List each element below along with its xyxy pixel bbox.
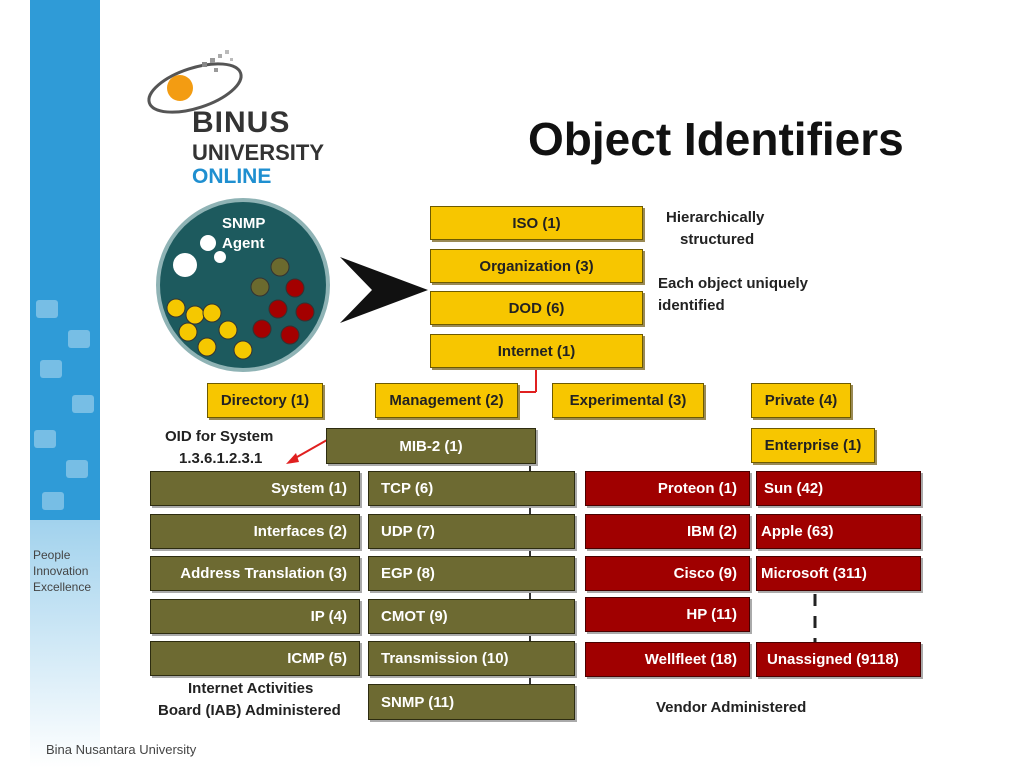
- binus-logo: BINUS UNIVERSITY ONLINE: [130, 40, 330, 190]
- note-hierarchical-line1: Hierarchically: [666, 209, 765, 226]
- decorative-stripe: [30, 0, 100, 520]
- node-enterprise: Enterprise (1): [751, 428, 875, 463]
- oid-arrow-icon: [286, 453, 299, 464]
- logo-text-university: UNIVERSITY: [192, 140, 325, 165]
- note-hierarchical: Hierarchically structured: [666, 207, 764, 251]
- logo-text-online: ONLINE: [192, 165, 272, 188]
- note-hierarchical-line2: structured: [680, 231, 755, 248]
- note-vendor: Vendor Administered: [656, 699, 807, 716]
- page-title: Object Identifiers: [528, 113, 904, 165]
- node-organization: Organization (3): [430, 249, 643, 283]
- mib-group-udp: UDP (7): [368, 514, 575, 549]
- mib-group-cmot: CMOT (9): [368, 599, 575, 634]
- mib-group-transmission: Transmission (10): [368, 641, 575, 676]
- note-iab-line1: Internet Activities: [188, 680, 314, 697]
- mib-group-address-translation: Address Translation (3): [150, 556, 360, 591]
- node-mib2: MIB-2 (1): [326, 428, 536, 464]
- vendor-proteon: Proteon (1): [585, 471, 750, 506]
- node-private: Private (4): [751, 383, 851, 418]
- gear-icon: [173, 235, 226, 277]
- tagline: People Innovation Excellence: [33, 547, 91, 595]
- decorative-stripe-fade: [30, 520, 100, 768]
- tagline-excellence: Excellence: [33, 580, 92, 594]
- node-management: Management (2): [375, 383, 518, 418]
- node-experimental: Experimental (3): [552, 383, 704, 418]
- note-oid-line1: OID for System: [165, 428, 274, 445]
- mib-group-icmp: ICMP (5): [150, 641, 360, 676]
- mib-group-tcp: TCP (6): [368, 471, 575, 506]
- footer-text: Bina Nusantara University: [46, 742, 197, 757]
- mib-group-ip: IP (4): [150, 599, 360, 634]
- agent-label-line1: SNMP: [222, 215, 266, 232]
- tagline-innovation: Innovation: [33, 564, 89, 578]
- note-unique-line2: identified: [658, 297, 725, 314]
- mib-group-interfaces: Interfaces (2): [150, 514, 360, 549]
- note-iab-line2: Board (IAB) Administered: [158, 702, 341, 719]
- node-iso: ISO (1): [430, 206, 643, 240]
- agent-label: SNMP Agent: [222, 214, 265, 254]
- vendor-sun: Sun (42): [756, 471, 921, 506]
- node-dod: DOD (6): [430, 291, 643, 325]
- note-oid-line2: 1.3.6.1.2.3.1: [179, 450, 263, 467]
- vendor-microsoft: Microsoft (311): [756, 556, 921, 591]
- vendor-ibm: IBM (2): [585, 514, 750, 549]
- node-internet: Internet (1): [430, 334, 643, 368]
- logo-mark-icon: [147, 50, 243, 114]
- logo-text-binus: BINUS: [192, 106, 291, 139]
- note-unique-line1: Each object uniquely: [658, 275, 809, 292]
- snmp-agent-illustration: [156, 198, 428, 372]
- vendor-apple: Apple (63): [756, 514, 921, 549]
- agent-label-line2: Agent: [222, 235, 265, 252]
- node-directory: Directory (1): [207, 383, 323, 418]
- note-oid-system: OID for System 1.3.6.1.2.3.1: [165, 426, 273, 470]
- vendor-cisco: Cisco (9): [585, 556, 750, 591]
- vendor-wellfleet: Wellfleet (18): [585, 642, 750, 677]
- mib-group-system: System (1): [150, 471, 360, 506]
- vendor-unassigned: Unassigned (9118): [756, 642, 921, 677]
- note-unique: Each object uniquely identified: [658, 273, 808, 317]
- vendor-hp: HP (11): [585, 597, 750, 632]
- tagline-people: People: [33, 548, 71, 562]
- mib-group-snmp: SNMP (11): [368, 684, 575, 720]
- arrow-icon: [340, 257, 428, 323]
- note-iab: Internet Activities Board (IAB) Administ…: [158, 678, 341, 722]
- mib-group-egp: EGP (8): [368, 556, 575, 591]
